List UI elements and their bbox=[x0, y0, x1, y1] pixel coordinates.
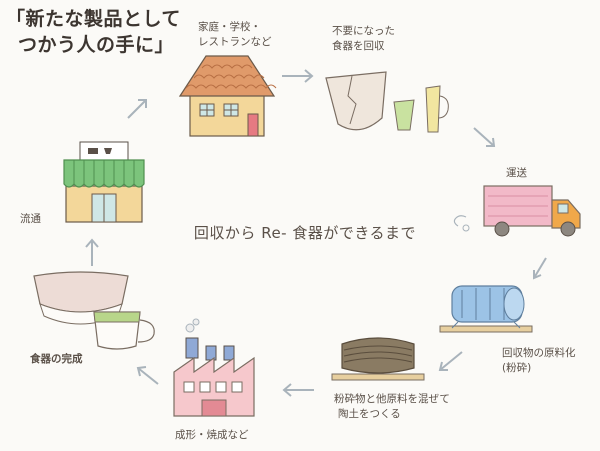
finished-tableware-illustration bbox=[33, 271, 155, 350]
label-home-line-2: レストランなど bbox=[198, 36, 272, 48]
collected-dishes-illustration bbox=[325, 71, 449, 133]
label-home-line-1: 家庭・学校・ bbox=[198, 21, 261, 33]
label-firing: 成形・焼成など bbox=[175, 429, 249, 441]
label-complete: 食器の完成 bbox=[30, 353, 83, 365]
label-transport: 運送 bbox=[506, 167, 527, 179]
label-crush: 回収物の原料化 (粉砕) bbox=[502, 346, 576, 376]
arrow-firing-to-complete bbox=[136, 366, 159, 385]
cycle-arrows bbox=[85, 69, 547, 397]
arrow-collect-to-transport bbox=[473, 127, 496, 147]
headline-line-1: 「新たな製品として bbox=[6, 8, 181, 30]
clay-illustration bbox=[331, 337, 425, 381]
diagram-title: 回収から Re- 食器ができるまで bbox=[193, 224, 417, 242]
arrow-transport-to-crush bbox=[533, 257, 547, 280]
crusher-drum-illustration bbox=[439, 285, 533, 333]
label-collect-line-2: 食器を回収 bbox=[332, 40, 385, 52]
label-collect: 不要になった 食器を回収 bbox=[332, 24, 395, 54]
arrow-mix-to-firing bbox=[282, 383, 314, 397]
house-illustration bbox=[178, 55, 277, 137]
label-home: 家庭・学校・ レストランなど bbox=[198, 20, 272, 50]
arrow-home-to-collect bbox=[282, 69, 314, 83]
arrow-crush-to-mix bbox=[438, 351, 463, 371]
label-crush-line-1: 回収物の原料化 bbox=[502, 347, 576, 359]
headline-line-2: つかう人の手に」 bbox=[18, 34, 175, 56]
shop-illustration bbox=[63, 141, 145, 223]
label-mix-line-1: 粉砕物と他原料を混ぜて bbox=[334, 393, 450, 405]
label-mix-line-2: 陶土をつくる bbox=[338, 408, 401, 420]
label-collect-line-1: 不要になった bbox=[332, 25, 395, 37]
factory-illustration bbox=[173, 318, 255, 417]
label-mix: 粉砕物と他原料を混ぜて 陶土をつくる bbox=[334, 392, 450, 422]
arrow-complete-to-distribute bbox=[85, 238, 99, 266]
label-crush-line-2: (粉砕) bbox=[502, 362, 532, 374]
arrow-distribute-to-home bbox=[127, 99, 147, 119]
label-distribute: 流通 bbox=[20, 213, 41, 225]
truck-illustration bbox=[453, 185, 581, 237]
headline: 「新たな製品として つかう人の手に」 bbox=[6, 6, 196, 58]
